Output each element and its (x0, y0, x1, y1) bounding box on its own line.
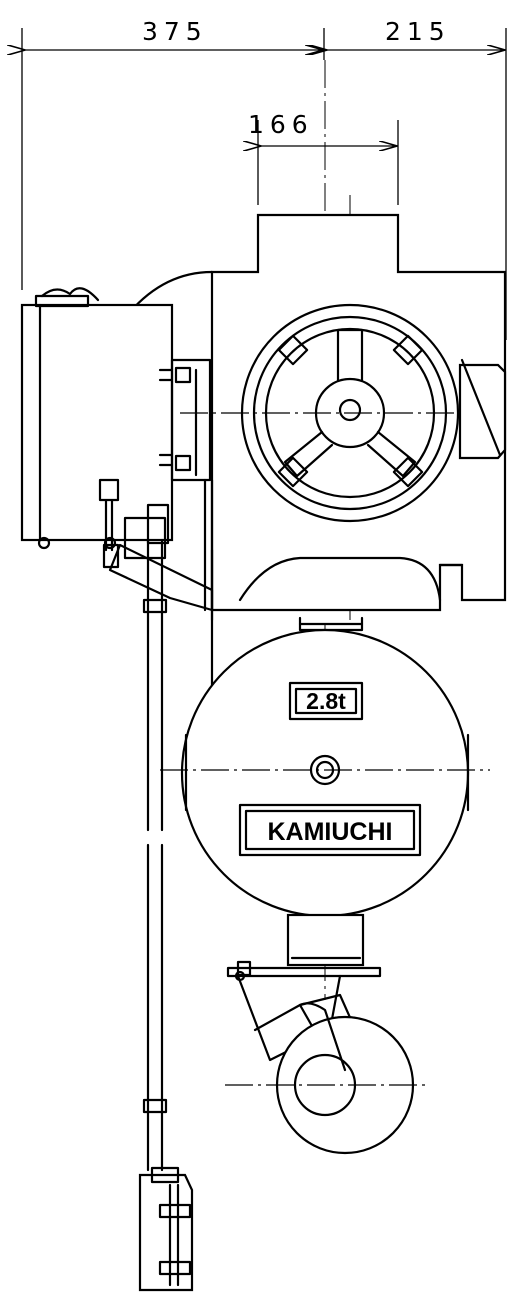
dimension-375-label: 375 (142, 17, 208, 46)
pendant-switch (138, 1166, 194, 1292)
pendant-cable (142, 538, 168, 1172)
capacity-plate: 2.8t (288, 681, 364, 721)
dimension-375: 375 (22, 17, 325, 290)
brand-label: KAMIUCHI (268, 818, 393, 846)
capacity-label: 2.8t (306, 688, 346, 714)
drum-housing (160, 616, 490, 918)
hook-block (225, 913, 425, 1155)
pendant-bracket (98, 478, 214, 612)
dimension-166-label: 166 (248, 110, 314, 139)
dimension-166: 166 (248, 110, 399, 205)
dimension-215-label: 215 (385, 17, 451, 46)
brand-plate: KAMIUCHI (238, 803, 422, 857)
control-box (20, 270, 214, 550)
junction-box (170, 358, 212, 482)
brake-cover (180, 303, 470, 523)
dimension-215: 215 (326, 17, 507, 340)
side-cap (458, 358, 507, 460)
